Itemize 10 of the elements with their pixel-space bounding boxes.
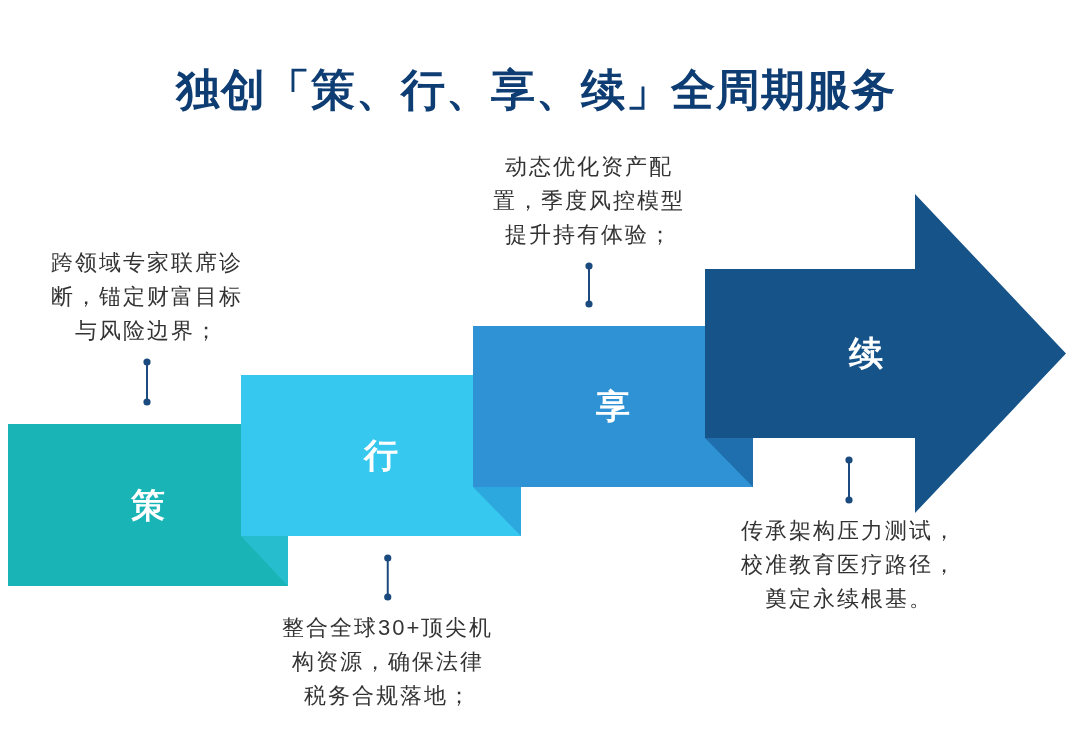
- description-text: 动态优化资产配置，季度风控模型提升持有体验；: [487, 150, 691, 252]
- leader-line: [143, 358, 151, 406]
- description-text: 传承架构压力测试，校准教育医疗路径，奠定永续根基。: [735, 514, 963, 616]
- description-text: 整合全球30+顶尖机构资源，确保法律税务合规落地；: [281, 611, 495, 713]
- leader-line: [585, 262, 593, 308]
- leader-line: [384, 554, 392, 601]
- title: 独创「策、行、享、续」全周期服务: [176, 64, 896, 116]
- step-arrow: 续: [705, 194, 1066, 513]
- leader-line: [845, 456, 853, 504]
- description-text: 跨领域专家联席诊断，锚定财富目标与风险边界；: [45, 246, 249, 348]
